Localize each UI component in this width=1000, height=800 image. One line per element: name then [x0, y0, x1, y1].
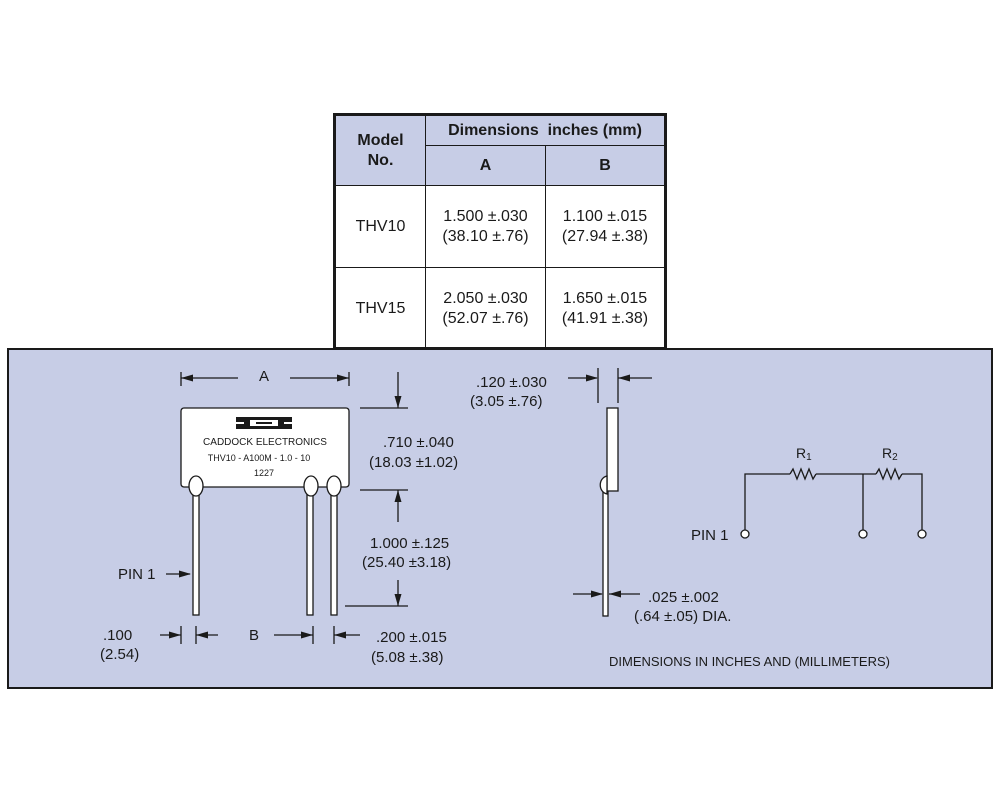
dimension-lead-length: 1.000 ±.125 (25.40 ±3.18) [345, 535, 451, 607]
units-footnote: DIMENSIONS IN INCHES AND (MILLIMETERS) [609, 654, 890, 669]
label-b: B [249, 627, 259, 644]
dimension-b-mm: (41.91 ±.38) [561, 309, 649, 327]
height-inches: .710 ±.040 [383, 434, 454, 451]
lead-bump [188, 475, 204, 497]
dimension-a: A [180, 368, 350, 386]
pin-offset-mm: (2.54) [100, 646, 139, 663]
dimension-b-inches: 1.100 ±.015 [562, 207, 648, 225]
dimension-b-cell: 1.650 ±.015 (41.91 ±.38) [545, 267, 665, 350]
dimension-a-mm: (52.07 ±.76) [442, 309, 529, 327]
lead-diameter-inches: .025 ±.002 [648, 589, 719, 606]
body-brand-text: CADDOCK ELECTRONICS [203, 437, 327, 448]
terminal-pin-3 [917, 529, 927, 539]
thickness-inches: .120 ±.030 [476, 374, 547, 391]
pin1-front-label: PIN 1 [118, 566, 156, 583]
lead-pin-3 [330, 485, 338, 616]
lead-spacing-mm: (5.08 ±.38) [371, 649, 443, 666]
dimension-a-inches: 2.050 ±.030 [443, 289, 528, 307]
dimension-b-cell: 1.100 ±.015 (27.94 ±.38) [545, 185, 665, 268]
dimension-body-height: .710 ±.040 (18.03 ±1.02) [360, 372, 458, 522]
dimensions-header: Dimensions inches (mm) [425, 115, 665, 146]
lead-length-inches: 1.000 ±.125 [370, 535, 449, 552]
resistor-r2-symbol [875, 467, 903, 481]
resistor-front-view: CADDOCK ELECTRONICS THV10 - A100M - 1.0 … [180, 407, 350, 616]
terminal-pin-1 [740, 529, 750, 539]
dimension-a-cell: 2.050 ±.030 (52.07 ±.76) [425, 267, 546, 350]
dimension-a-cell: 1.500 ±.030 (38.10 ±.76) [425, 185, 546, 268]
dimension-lead-spacing: .200 ±.015 (5.08 ±.38) [333, 626, 447, 666]
terminal-pin-2 [858, 529, 868, 539]
dimension-b-mm: (27.94 ±.38) [561, 227, 649, 245]
model-header-line2: No. [367, 151, 394, 169]
pin-offset-inches: .100 [103, 627, 132, 644]
dimension-pin-offset: .100 (2.54) [100, 626, 218, 663]
table-row: THV10 1.500 ±.030 (38.10 ±.76) 1.100 ±.0… [335, 185, 665, 268]
lead-bump [326, 475, 342, 497]
schematic: R1 R2 PIN 1 [691, 445, 927, 544]
resistor-r1-symbol [789, 467, 817, 481]
label-a: A [259, 368, 269, 385]
dimension-a-inches: 1.500 ±.030 [443, 207, 528, 225]
lead-pin-1 [192, 485, 200, 616]
pin1-front-callout: PIN 1 [118, 566, 191, 583]
body-part-text: THV10 - A100M - 1.0 - 10 [208, 453, 311, 463]
side-body [606, 407, 619, 492]
lead-length-mm: (25.40 ±3.18) [362, 554, 451, 571]
lead-diameter-mm: (.64 ±.05) DIA. [634, 608, 731, 625]
table-row: THV15 2.050 ±.030 (52.07 ±.76) 1.650 ±.0… [335, 267, 665, 350]
body-code-text: 1227 [254, 468, 274, 478]
lead-spacing-inches: .200 ±.015 [376, 629, 447, 646]
dimensions-table: Model No. Dimensions inches (mm) A B THV… [333, 113, 667, 350]
column-a-header: A [425, 145, 546, 186]
lead-bump [303, 475, 319, 497]
caddock-logo [236, 417, 292, 429]
dimension-b-inches: 1.650 ±.015 [562, 289, 648, 307]
dimension-b: B [249, 626, 314, 644]
side-lead [602, 485, 609, 617]
resistor-side-view: .120 ±.030 (3.05 ±.76) .025 ±.002 (.64 ±… [470, 368, 731, 625]
thickness-mm: (3.05 ±.76) [470, 393, 542, 410]
dimension-a-mm: (38.10 ±.76) [442, 227, 529, 245]
model-cell: THV10 [335, 185, 426, 268]
lead-pin-2 [306, 485, 314, 616]
resistor-body [180, 407, 350, 488]
model-header-line1: Model [357, 131, 404, 149]
drawing-panel [7, 348, 993, 689]
r2-label: R2 [882, 445, 898, 463]
model-no-header: Model No. [335, 115, 426, 186]
r1-label: R1 [796, 445, 812, 463]
pin1-schematic-label: PIN 1 [691, 527, 729, 544]
height-mm: (18.03 ±1.02) [369, 454, 458, 471]
side-bump [599, 475, 608, 495]
